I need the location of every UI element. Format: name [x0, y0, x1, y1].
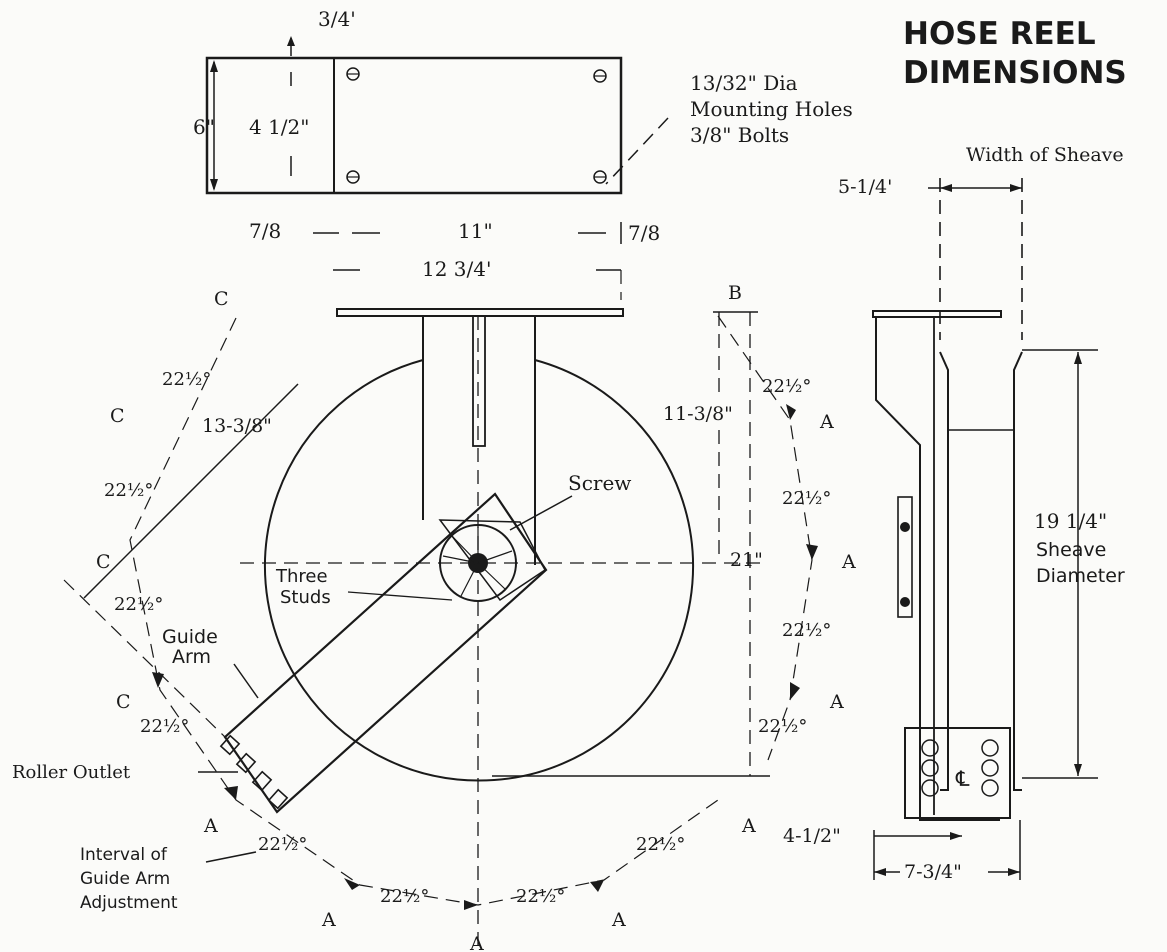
dim-hole-spacing: 4 1/2": [249, 115, 309, 139]
holes-note-line-1: 13/32" Dia: [690, 71, 798, 95]
sheave-flange-right: [1013, 351, 1023, 791]
hose-spool: [904, 727, 1011, 819]
sheave-flange-left: [939, 351, 949, 791]
label-diameter: Diameter: [1036, 565, 1125, 587]
label-width-of-sheave: Width of Sheave: [966, 144, 1124, 166]
angle-a1: 22½°: [762, 376, 811, 397]
label-sheave: Sheave: [1036, 539, 1106, 561]
mounting-plate-outline: [205, 56, 623, 195]
label-guide-arm-1: Guide: [162, 626, 218, 648]
dim-sheave-width: 5-1/4': [838, 176, 892, 198]
label-guide-arm-2: Arm: [172, 646, 211, 668]
angle-c3: 22½°: [114, 594, 163, 615]
angle-c1: 22½°: [162, 369, 211, 390]
label-a-8: A: [203, 815, 218, 837]
label-interval-1: Interval of: [80, 845, 168, 865]
hub: [439, 524, 517, 602]
sheave-circle: [264, 359, 694, 782]
dim-sheave-diameter: 19 1/4": [1034, 509, 1107, 533]
label-a-4: A: [741, 815, 756, 837]
side-mount-plate: [872, 310, 1002, 318]
title-line-2: DIMENSIONS: [903, 55, 1127, 91]
label-b: B: [728, 282, 742, 304]
angle-a5: 22½°: [636, 834, 685, 855]
label-c-2: C: [110, 405, 125, 427]
angle-c2: 22½°: [104, 480, 153, 501]
mounting-holes: [346, 67, 607, 184]
dim-arm-length: 13-3/8": [202, 415, 272, 437]
label-c-4: C: [116, 691, 131, 713]
dim-side-depth: 7-3/4": [904, 861, 962, 883]
top-view: 3/4' 6" 4 1/2" 13/32" Dia Mounting Holes…: [193, 7, 853, 300]
centerline-symbol: ℄: [955, 767, 970, 791]
dim-top-margin: 3/4': [318, 7, 356, 31]
label-a-5: A: [611, 909, 626, 931]
guide-arm-bolts: [897, 496, 913, 618]
side-view: Width of Sheave 5-1/4' ℄ 19 1/4" Sh: [783, 144, 1125, 883]
holes-note-line-3: 3/8" Bolts: [690, 123, 789, 147]
label-interval-2: Guide Arm: [80, 869, 170, 889]
dim-overall-length: 12 3/4': [422, 257, 492, 281]
label-a-1: A: [819, 411, 834, 433]
label-screw: Screw: [568, 471, 631, 495]
label-three-studs-2: Studs: [280, 587, 331, 608]
side-frame: [875, 317, 1000, 821]
label-a-6: A: [469, 933, 484, 952]
dim-right-edge: 7/8: [628, 221, 660, 245]
bracket-slot: [472, 315, 486, 447]
studs-leader: [347, 591, 453, 601]
guide-arm: [223, 492, 548, 814]
angle-a4: 22½°: [758, 716, 807, 737]
adjustment-arc-left: [129, 317, 719, 906]
arm-extension-line: [83, 383, 299, 599]
dim-left-edge: 7/8: [249, 219, 281, 243]
label-interval-3: Adjustment: [80, 893, 178, 913]
dim-upper-height: 11-3/8": [663, 403, 733, 425]
angle-c4: 22½°: [140, 716, 189, 737]
dim-centerline-offset: 4-1/2": [783, 825, 841, 847]
label-roller-outlet: Roller Outlet: [12, 762, 131, 783]
label-a-2: A: [841, 551, 856, 573]
dim-hole-centers: 11": [458, 219, 493, 243]
dim-overall-height: 21": [730, 549, 763, 571]
label-three-studs-1: Three: [275, 566, 328, 587]
angle-a6: 22½°: [516, 886, 565, 907]
angle-a8: 22½°: [258, 834, 307, 855]
reel-mount-plate: [336, 308, 624, 317]
label-a-3: A: [829, 691, 844, 713]
roller-outlet-rollers: [219, 734, 289, 810]
label-c-3: C: [96, 551, 111, 573]
angle-a3: 22½°: [782, 620, 831, 641]
dim-plate-height: 6": [193, 115, 215, 139]
holes-note-line-2: Mounting Holes: [690, 97, 853, 121]
angle-a7: 22½°: [380, 886, 429, 907]
front-view: 11-3/8" 21" B C C C C A A A A A A A A 22…: [12, 282, 856, 952]
label-c-1: C: [214, 288, 229, 310]
label-a-7: A: [321, 909, 336, 931]
holes-leader-line: [605, 117, 669, 185]
screw-leader: [509, 495, 573, 531]
title-line-1: HOSE REEL: [903, 16, 1096, 52]
angle-a2: 22½°: [782, 488, 831, 509]
